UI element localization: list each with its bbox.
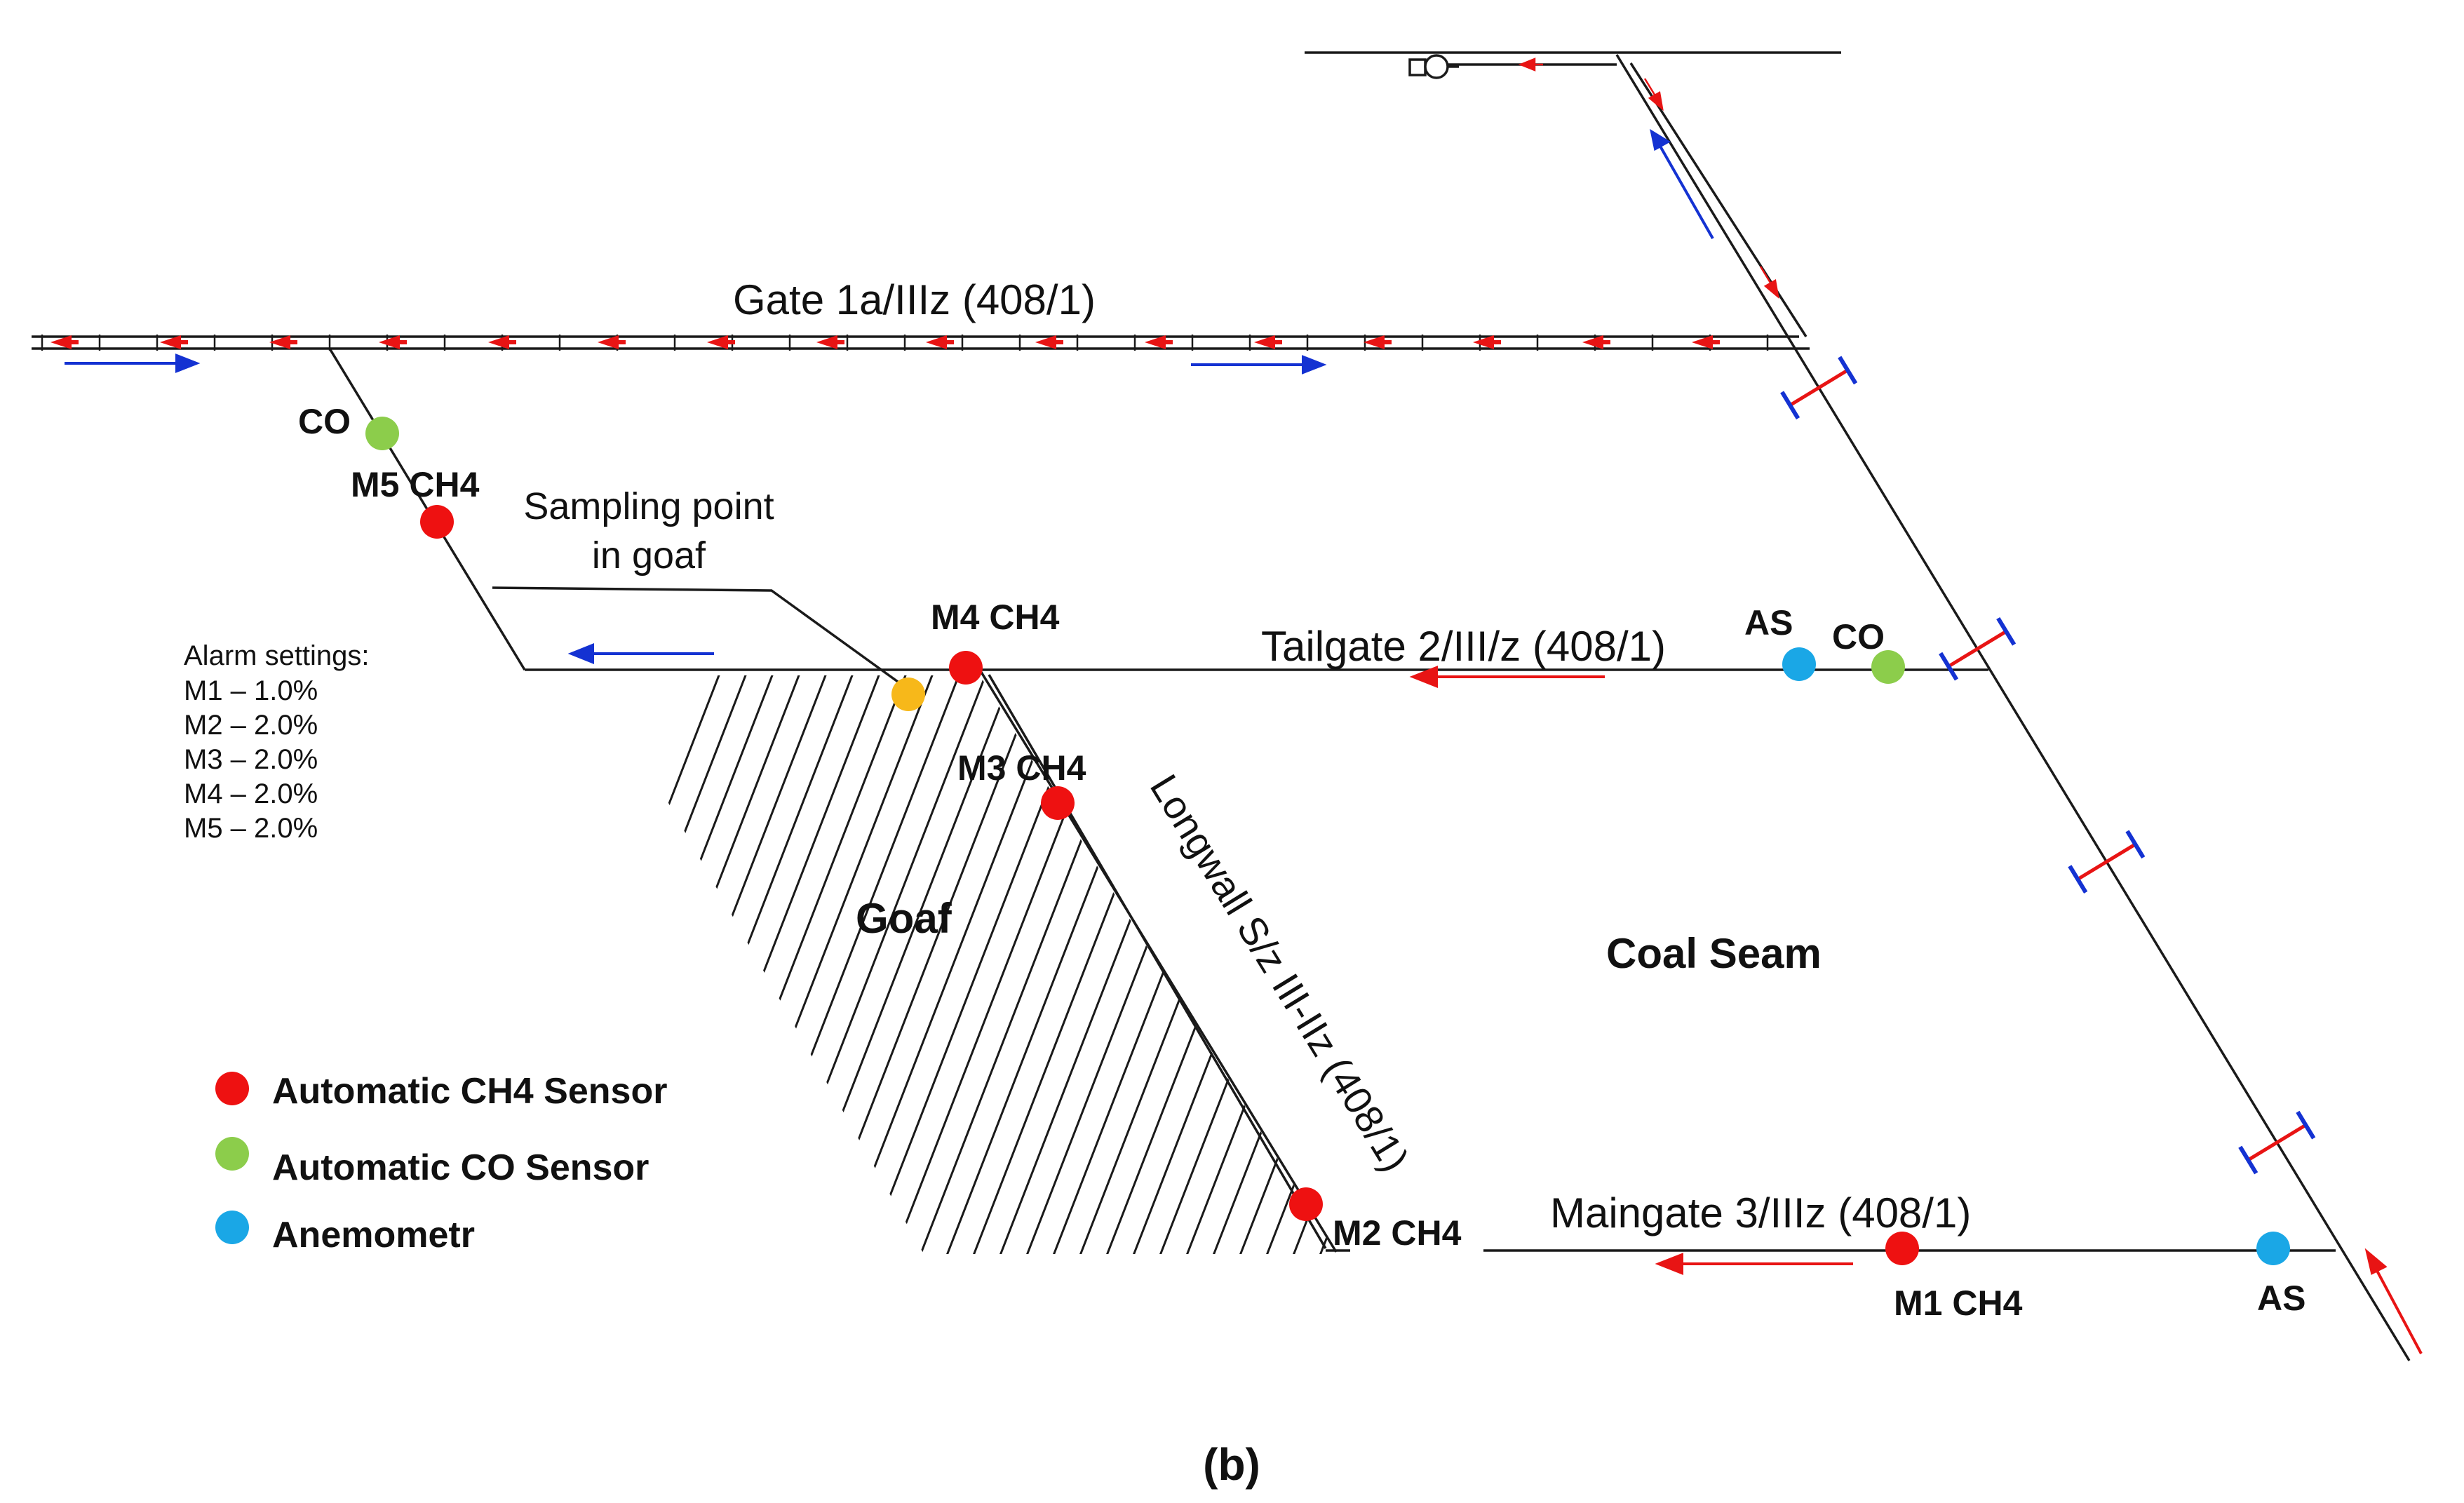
m5-label: M5 CH4 [351,465,480,504]
alarm-settings-title: Alarm settings: [184,640,370,671]
arrow-icon [926,335,954,349]
legend-anemometer-label: Anemometr [272,1215,475,1255]
hatch-line [1289,675,1336,1254]
arrow-icon [1582,335,1610,349]
arrow-icon [65,353,201,373]
hatch-line [1236,675,1336,1254]
m3-label: M3 CH4 [957,748,1086,788]
arrow-icon [1191,355,1327,375]
arrow-icon [1692,335,1720,349]
legend-ch4-swatch [215,1072,249,1105]
anemometer-tailgate [1782,647,1816,681]
co-sensor-gate [365,417,399,450]
ch4-sensor-m4 [949,651,983,685]
ch4-sensor-m2 [1289,1187,1323,1221]
alarm-setting-m1: M1 – 1.0% [184,675,318,706]
fan-icon [1408,54,1459,79]
sampling-leader-line [492,586,912,692]
arrow-icon [2364,1248,2423,1354]
legend-ch4-label: Automatic CH4 Sensor [272,1071,667,1112]
arrow-icon [1409,666,1605,688]
longwall-label: Longwall S/z III-IIz (408/1) [1142,767,1418,1179]
arrow-icon [1035,335,1063,349]
coal-seam-label: Coal Seam [1606,930,1822,977]
arrow-icon [488,335,516,349]
arrow-icon [1473,335,1501,349]
goaf-label: Goaf [856,895,952,942]
as-maingate-label: AS [2257,1279,2305,1318]
co-gate-label: CO [298,402,351,441]
hatch-line [1209,675,1336,1254]
arrow-icon [1655,1253,1853,1275]
legend-anemometer-swatch [215,1211,249,1244]
hatch-line [1316,675,1336,1254]
arrow-icon [1759,266,1779,299]
anemometer-maingate [2256,1232,2290,1265]
arrow-icon [269,335,297,349]
sampling-point-label-line2: in goaf [592,534,706,577]
arrow-icon [160,335,188,349]
m1-label: M1 CH4 [1894,1283,2023,1323]
gate-airflow-arrows [51,335,1720,349]
red-airflow-arrows [1409,666,2423,1354]
arrow-icon [1650,128,1714,239]
alarm-setting-m2: M2 – 2.0% [184,710,318,741]
as-tailgate-label: AS [1744,603,1793,642]
stopping-icon [1939,616,2017,681]
stopping-icon [1780,356,1858,420]
hatch-line [836,675,1070,1254]
alarm-setting-m3: M3 – 2.0% [184,744,318,775]
legend: Automatic CH4 Sensor Automatic CO Sensor… [215,1071,667,1255]
arrow-icon [1145,335,1173,349]
arrow-icon [1518,58,1543,72]
maingate-label: Maingate 3/IIIz (408/1) [1550,1189,1971,1236]
tailgate-label: Tailgate 2/III/z (408/1) [1261,623,1666,670]
ventilation-stoppings [1780,356,2316,1175]
arrow-icon [707,335,735,349]
m4-label: M4 CH4 [931,598,1060,637]
arrow-icon [1254,335,1282,349]
roadway-lines [32,51,2411,1361]
arrow-icon [598,335,626,349]
legend-co-swatch [215,1137,249,1171]
arrow-icon [1643,78,1664,112]
incline-drift-line [1615,54,2411,1361]
gate-label: Gate 1a/IIIz (408/1) [733,276,1096,323]
sampling-point-label-line1: Sampling point [523,485,774,527]
m2-label: M2 CH4 [1333,1213,1462,1253]
sampling-point-marker [891,678,925,711]
arrow-icon [816,335,844,349]
legend-co-label: Automatic CO Sensor [272,1147,649,1188]
alarm-setting-m5: M5 – 2.0% [184,813,318,844]
alarm-setting-m4: M4 – 2.0% [184,779,318,809]
co-sensor-tailgate [1871,650,1905,684]
arrow-icon [1364,335,1392,349]
ch4-sensor-m3 [1041,786,1075,820]
co-tailgate-label: CO [1832,617,1885,656]
blue-airflow-arrows [65,128,1714,664]
ch4-sensor-m1 [1885,1232,1919,1265]
arrow-icon [567,643,714,664]
ch4-sensor-m5 [420,505,454,539]
stopping-icon [2068,830,2146,894]
incline-airflow-arrows [1518,58,1779,299]
arrow-icon [51,335,79,349]
sensor-markers [365,417,2290,1265]
stopping-icon [2238,1110,2316,1175]
arrow-icon [379,335,407,349]
longwall-inner-line [988,674,1327,1249]
figure-caption: (b) [1203,1439,1260,1490]
labels: Gate 1a/IIIz (408/1) Tailgate 2/III/z (4… [184,276,2305,1490]
